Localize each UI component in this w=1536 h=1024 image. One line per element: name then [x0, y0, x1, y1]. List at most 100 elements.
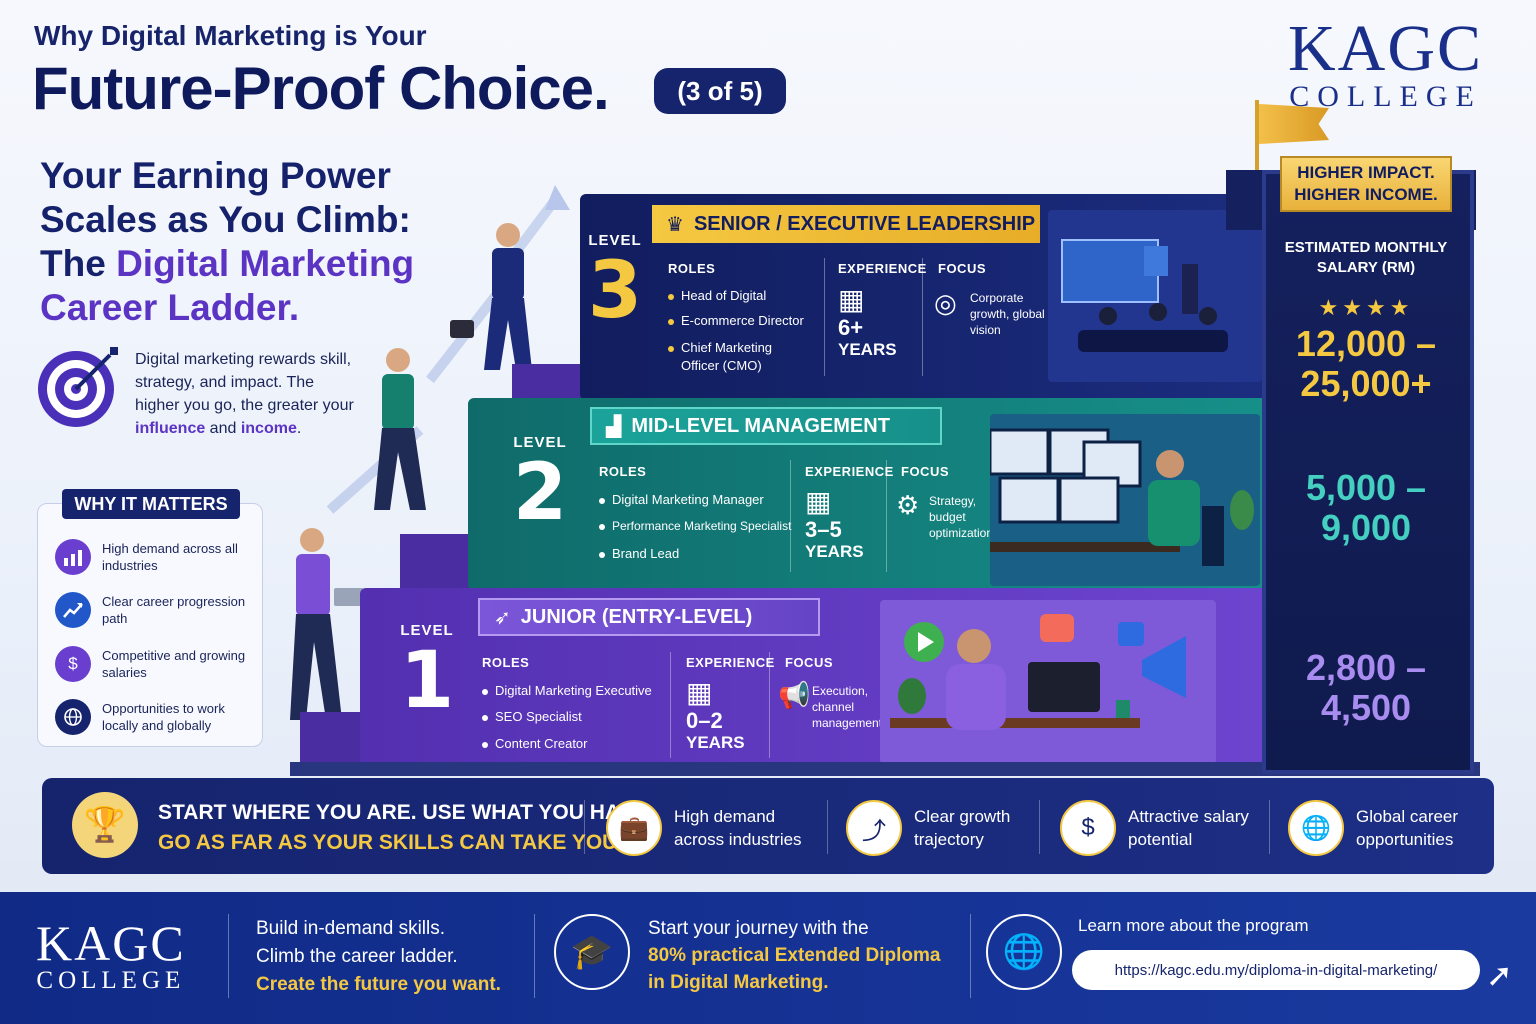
experience-unit: YEARS	[838, 340, 897, 359]
why-item: Opportunities to work locally and global…	[55, 697, 255, 737]
college-logo: KAGC COLLEGE	[1288, 16, 1483, 112]
intro-highlight: influence	[135, 420, 206, 437]
level-title-text: JUNIOR (ENTRY-LEVEL)	[520, 605, 753, 628]
salary-heading-line: ESTIMATED MONTHLY	[1284, 239, 1448, 256]
why-it-matters-title: WHY IT MATTERS	[62, 489, 240, 519]
experience-value: ▦ 3–5 YEARS	[805, 486, 864, 562]
experience-years: 0–2	[686, 708, 723, 733]
heading-line: Your Earning Power	[40, 155, 391, 196]
tagline-line: Build in-demand skills.	[256, 918, 446, 939]
salary-heading-line: SALARY (RM)	[1316, 259, 1416, 276]
experience-unit: YEARS	[686, 733, 745, 752]
level-2-title: ▟ MID-LEVEL MANAGEMENT	[590, 407, 942, 445]
stair-step	[400, 534, 480, 590]
focus-heading: FOCUS	[901, 464, 949, 479]
tagline-line-highlight: Create the future you want.	[256, 974, 501, 995]
roles-heading: ROLES	[599, 464, 647, 479]
experience-heading: EXPERIENCE	[805, 464, 894, 479]
experience-years: 6+	[838, 315, 864, 340]
money-bag-icon: $	[55, 646, 91, 682]
role-item: SEO Specialist	[482, 709, 582, 724]
level-3-label: LEVEL 3	[584, 232, 646, 333]
footer-program: Start your journey with the 80% practica…	[648, 915, 941, 996]
boardroom-illustration	[1048, 210, 1262, 382]
banner-divider	[1269, 800, 1270, 854]
program-url-link[interactable]: https://kagc.edu.my/diploma-in-digital-m…	[1072, 950, 1480, 990]
benefit-label: Attractive salary potential	[1128, 805, 1249, 851]
column-divider	[922, 258, 923, 376]
tagline-line: Climb the career ladder.	[256, 946, 458, 967]
column-divider	[790, 460, 791, 572]
header-kicker: Why Digital Marketing is Your	[34, 20, 427, 51]
heading-accent: Digital Marketing	[116, 243, 415, 284]
roles-heading: ROLES	[668, 261, 716, 276]
megaphone-icon: 📢	[778, 680, 811, 710]
experience-years: 3–5	[805, 517, 842, 542]
logo-subname: COLLEGE	[36, 967, 186, 994]
role-text: Chief Marketing	[681, 340, 773, 355]
benefit-item: $ Attractive salary potential	[1060, 798, 1249, 858]
benefit-line: Clear growth	[914, 807, 1011, 826]
analyst-workstation-illustration	[990, 414, 1260, 586]
benefit-line: across industries	[674, 830, 802, 849]
trend-up-icon	[55, 592, 91, 628]
focus-text: Execution, channel management	[812, 684, 883, 730]
trophy-icon: 🏆	[72, 792, 138, 858]
dollar-icon: $	[1060, 800, 1116, 856]
role-item: E-commerce Director	[668, 313, 804, 328]
why-item: Clear career progression path	[55, 590, 255, 630]
stair-step	[512, 364, 592, 400]
briefcase-icon: 💼	[606, 800, 662, 856]
arrow-head-icon	[545, 185, 570, 210]
globe-icon: 🌐	[1288, 800, 1344, 856]
flag-icon	[1259, 104, 1329, 144]
slogan: START WHERE YOU ARE. USE WHAT YOU HAVE. …	[158, 798, 652, 858]
banner-divider	[1039, 800, 1040, 854]
page-title: Future-Proof Choice.	[32, 55, 610, 122]
logo-name: KAGC	[1288, 12, 1484, 85]
salary-level-3: 12,000 – 25,000+	[1270, 324, 1462, 404]
benefit-line: trajectory	[914, 830, 984, 849]
benefit-line: Attractive salary	[1128, 807, 1249, 826]
program-line-highlight: 80% practical Extended Diploma	[648, 945, 941, 966]
level-number: 3	[587, 246, 643, 336]
role-text: Performance Marketing Specialist	[612, 519, 792, 533]
role-text: Digital Marketing Manager	[612, 492, 764, 507]
why-item-label: Opportunities to work locally and global…	[102, 701, 225, 733]
impact-sign: HIGHER IMPACT. HIGHER INCOME.	[1280, 156, 1452, 212]
graduation-cap-icon: 🎓	[554, 914, 630, 990]
column-divider	[824, 258, 825, 376]
bar-chart-icon: ▟	[606, 415, 622, 438]
logo-subname: COLLEGE	[1289, 80, 1482, 113]
salary-line: 2,800 –	[1305, 647, 1427, 688]
level-1-label: LEVEL 1	[392, 622, 462, 723]
salary-level-2: 5,000 – 9,000	[1270, 468, 1462, 548]
crown-icon: ♛	[666, 213, 684, 236]
heading-line: The Digital Marketing	[40, 242, 460, 286]
benefit-line: potential	[1128, 830, 1193, 849]
salary-line: 9,000	[1320, 507, 1412, 548]
benefits-banner	[42, 778, 1494, 874]
intro-highlight: income	[240, 420, 297, 437]
level-title-text: SENIOR / EXECUTIVE LEADERSHIP	[693, 212, 1036, 235]
calendar-icon: ▦	[686, 677, 713, 708]
calendar-icon: ▦	[805, 486, 832, 517]
role-item: Chief Marketing	[668, 340, 772, 355]
program-line-highlight: in Digital Marketing.	[648, 972, 829, 993]
bar-chart-icon	[55, 539, 91, 575]
experience-heading: EXPERIENCE	[838, 261, 927, 276]
salary-tower	[1262, 170, 1474, 774]
focus-text: Strategy, budget optimization	[929, 494, 994, 540]
why-item-label: Clear career progression path	[102, 594, 246, 626]
impact-line: HIGHER INCOME.	[1294, 185, 1438, 204]
level-title-text: MID-LEVEL MANAGEMENT	[631, 414, 890, 437]
experience-unit: YEARS	[805, 542, 864, 561]
ladder-base	[290, 762, 1480, 776]
intro-text: Digital marketing rewards skill, strateg…	[135, 351, 354, 414]
column-divider	[670, 652, 671, 758]
logo-name: KAGC	[36, 915, 186, 971]
stairs-icon: ⤴	[846, 800, 902, 856]
footer-divider	[534, 914, 535, 998]
role-text: Digital Marketing Executive	[495, 683, 652, 698]
